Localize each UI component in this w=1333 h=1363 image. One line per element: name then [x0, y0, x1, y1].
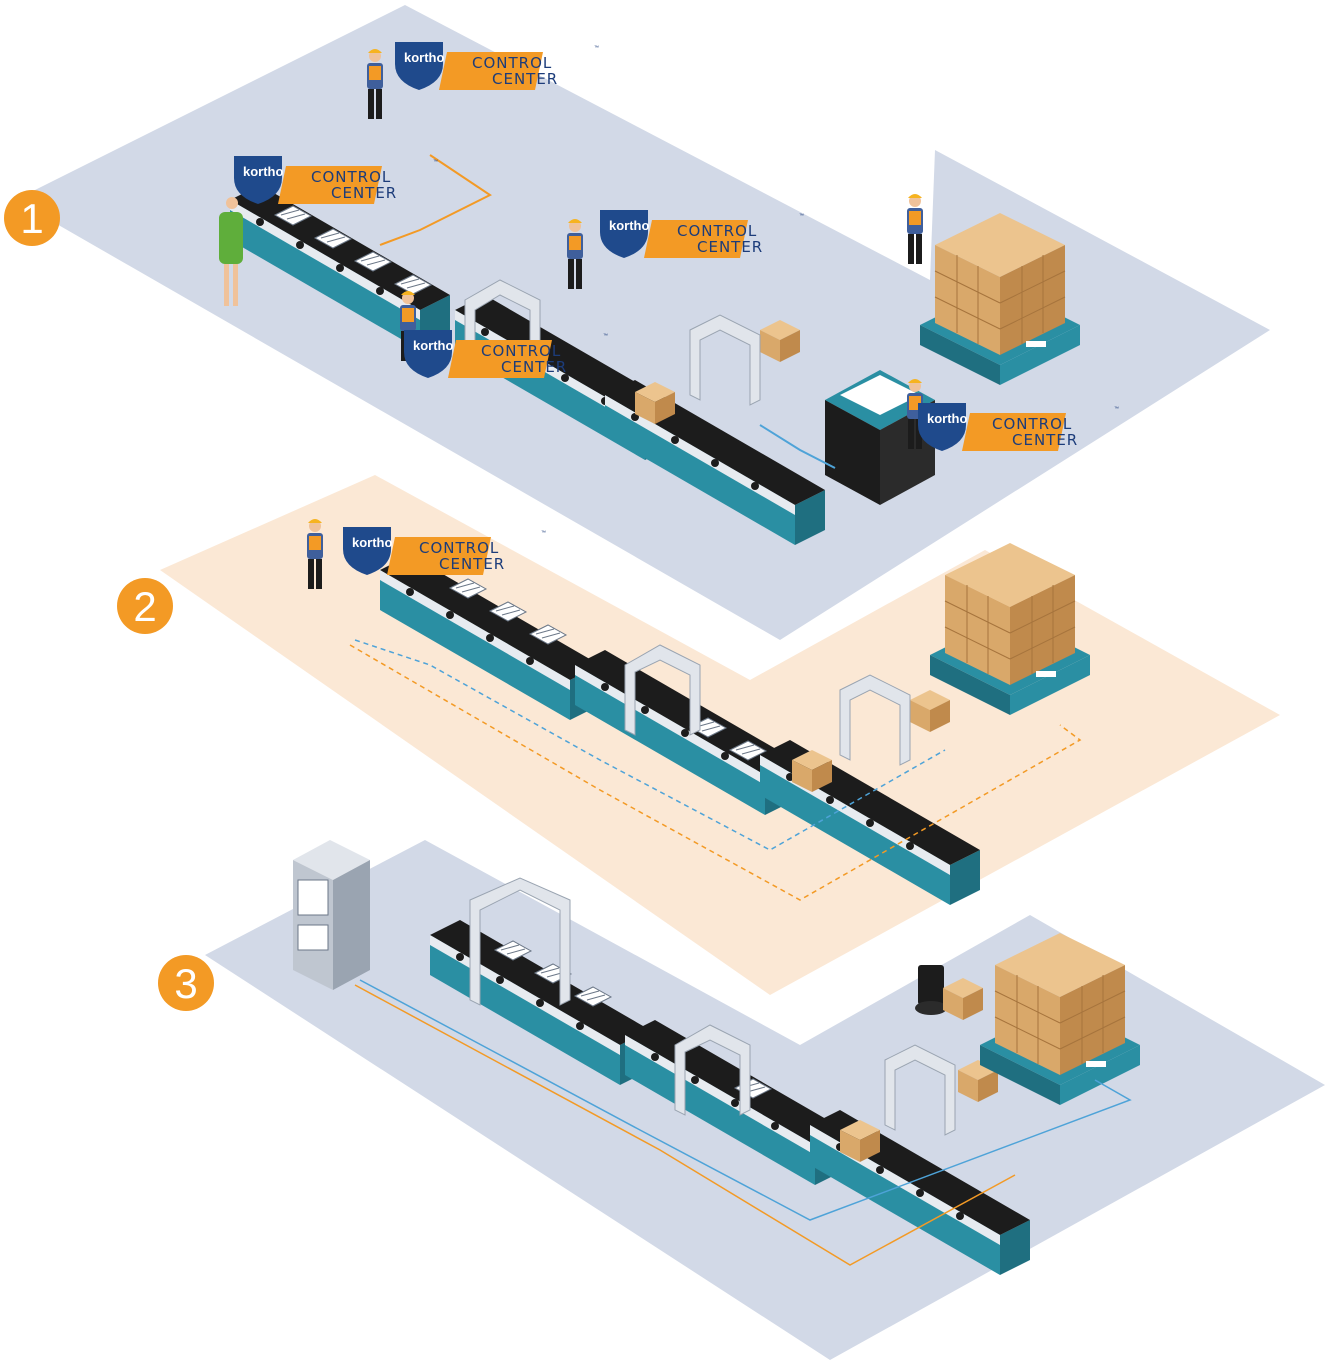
cc-trademark: ™: [594, 45, 599, 51]
level-1-workers: [219, 49, 923, 449]
level-2-dashed-network: [349, 639, 1082, 901]
level-3-cables: [354, 979, 1132, 1266]
cc-line2: CENTER: [1012, 431, 1078, 449]
cc-trademark: ™: [541, 530, 546, 536]
cc-trademark: ™: [1114, 406, 1119, 412]
kortho-logo-text: kortho: [413, 338, 454, 353]
level-2-scanner-arches: [624, 644, 911, 766]
kortho-logo-text: kortho: [404, 50, 445, 65]
cc-line2: CENTER: [501, 358, 567, 376]
step-2-number: 2: [133, 583, 156, 630]
cc-line1: CONTROL: [481, 342, 561, 360]
kortho-logo-text: kortho: [927, 411, 968, 426]
level-1-floor: [15, 5, 1270, 640]
kortho-logo-text: kortho: [609, 218, 650, 233]
cc-label-2: kortho CONTROL CENTER ™: [343, 527, 546, 575]
step-badges: 1 2 3: [4, 190, 214, 1011]
kortho-logo-text: kortho: [243, 164, 284, 179]
cc-trademark: ™: [799, 213, 804, 219]
cc-line2: CENTER: [439, 555, 505, 573]
cc-line1: CONTROL: [992, 415, 1072, 433]
level-3-server-rack: [293, 840, 370, 990]
cc-line1: CONTROL: [419, 539, 499, 557]
level-3-robot: [915, 965, 983, 1020]
cc-line2: CENTER: [697, 238, 763, 256]
level-3-scanner-arches: [469, 877, 956, 1136]
cc-label-1c: kortho CONTROL CENTER ™: [600, 210, 804, 258]
level-1-worker-green: [219, 197, 243, 306]
cc-trademark: ™: [433, 159, 438, 165]
level-1-cables: [379, 154, 836, 469]
cc-label-1d: kortho CONTROL CENTER ™: [404, 330, 608, 378]
cc-label-1e: kortho CONTROL CENTER ™: [918, 403, 1119, 451]
kortho-logo-text: kortho: [352, 535, 393, 550]
cc-line1: CONTROL: [472, 54, 552, 72]
cc-line1: CONTROL: [311, 168, 391, 186]
cc-line2: CENTER: [492, 70, 558, 88]
cc-label-1a: kortho CONTROL CENTER ™: [395, 42, 599, 90]
step-1-number: 1: [20, 195, 43, 242]
cc-label-1b: kortho CONTROL CENTER ™: [234, 156, 438, 204]
step-3-number: 3: [174, 960, 197, 1007]
cc-trademark: ™: [603, 333, 608, 339]
cc-line2: CENTER: [331, 184, 397, 202]
cc-line1: CONTROL: [677, 222, 757, 240]
